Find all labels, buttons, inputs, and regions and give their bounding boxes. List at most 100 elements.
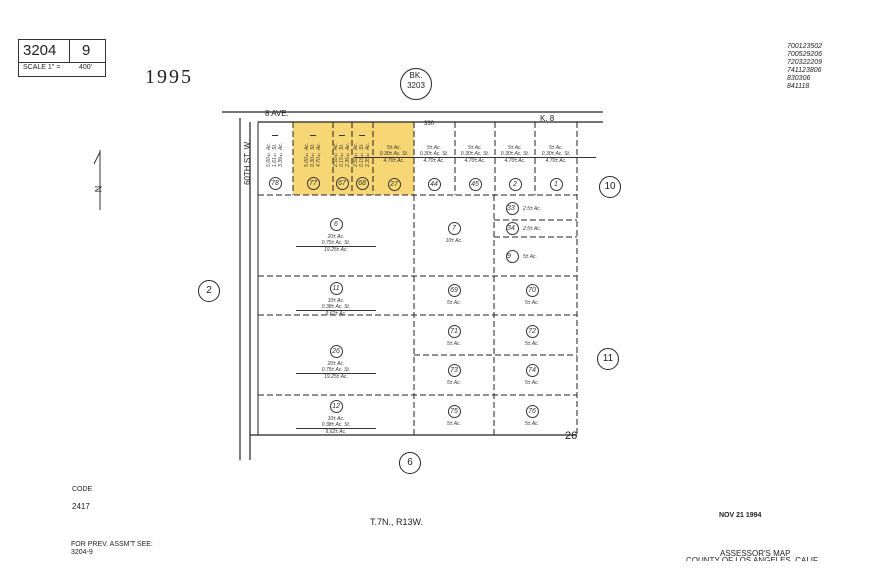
- parcel-number: 76: [525, 405, 539, 418]
- parcel-lot[interactable]: 7 10± Ac.: [414, 222, 494, 244]
- parcel-number: 69: [447, 284, 461, 297]
- parcel-number: 44: [427, 178, 441, 191]
- parcel-number: 7: [447, 222, 461, 235]
- parcel-number: 1: [549, 178, 563, 191]
- acreage-line: 19.25± Ac.: [324, 374, 348, 380]
- acreage-line: 5± Ac.: [447, 380, 461, 386]
- parcel-acreage: 5± Ac.: [414, 341, 494, 347]
- acreage-line: 0.30± Ac. St.: [394, 151, 474, 158]
- acreage-line: 5± Ac.: [447, 341, 461, 347]
- parcel-lot[interactable]: 34 2.5± Ac.: [506, 222, 586, 235]
- parcel-lot[interactable]: 5.00± Ac.0.30± St.4.70± Ac.77: [273, 135, 353, 193]
- dimension-label: 330: [424, 121, 435, 127]
- adjacent-page-right-bottom: 11: [597, 348, 619, 370]
- parcel-acreage: 5± Ac.: [492, 341, 572, 347]
- book-number: 3204: [23, 42, 57, 59]
- parcel-lot[interactable]: 2.50± Ac.0.15± St.2.35± Ac.68: [322, 135, 402, 193]
- parcel-acreage: 2.5± Ac.: [523, 226, 541, 232]
- acreage-line: 5± Ac.: [387, 145, 401, 151]
- page-number: 9: [82, 42, 91, 59]
- township-range: T.7N., R13W.: [370, 517, 424, 527]
- adjacent-page-bottom: 6: [399, 452, 421, 474]
- book-ref-value: 3203: [407, 81, 425, 90]
- parcel-number: 33: [506, 202, 519, 215]
- parcel-lot[interactable]: 5.00± Ac.1.61± St.3.39± Ac.78: [235, 135, 315, 193]
- acreage-line: 5± Ac.: [523, 254, 537, 260]
- scale-value: 400': [79, 64, 93, 71]
- parcel-number: 11: [329, 282, 343, 295]
- code-label: CODE: [72, 486, 93, 493]
- parcel-lot[interactable]: 33 2.5± Ac.: [506, 202, 586, 215]
- parcel-acreage: 10± Ac.: [414, 238, 494, 244]
- acreage-line: 5± Ac.: [525, 300, 539, 306]
- scale-label: SCALE 1" =: [23, 64, 61, 71]
- parcel-lot[interactable]: 2.50± Ac.0.15± St.2.35± Ac.67: [302, 135, 382, 193]
- reference-number: 830306: [787, 75, 811, 82]
- parcel-acreage: 20± Ac.0.75± Ac. St.19.25± Ac.: [296, 361, 376, 380]
- section-corner-label: 26: [565, 430, 578, 442]
- acreage-line: 0.75± Ac. St.: [296, 240, 376, 247]
- county-label: COUNTY OF LOS ANGELES, CALIF.: [686, 556, 820, 561]
- parcel-acreage: 2.5± Ac.: [523, 206, 541, 212]
- parcel-acreage: 5± Ac.0.30± Ac. St.4.70± Ac.: [394, 145, 474, 164]
- reference-number: 841118: [787, 83, 810, 90]
- parcel-lot[interactable]: 6 20± Ac.0.75± Ac. St.19.25± Ac.: [296, 218, 376, 253]
- acreage-line: 20± Ac.: [327, 361, 345, 367]
- acreage-line: 5± Ac.: [508, 145, 522, 151]
- parcel-number: 9: [506, 250, 519, 263]
- parcel-lot[interactable]: 75 5± Ac.: [414, 405, 494, 427]
- parcel-number: 26: [329, 345, 343, 358]
- street-ave-k8-right: K. 8: [540, 114, 555, 123]
- parcel-acreage: 5± Ac.: [414, 300, 494, 306]
- parcel-lot[interactable]: 76 5± Ac.: [492, 405, 572, 427]
- parcel-lot[interactable]: 11 10± Ac.0.38± Ac. St.9.62± Ac.: [296, 282, 376, 317]
- parcel-number: 12: [329, 400, 343, 413]
- parcel-lot[interactable]: 5± Ac.0.30± Ac. St.4.70± Ac.2: [475, 145, 555, 194]
- acreage-line: 5± Ac.: [525, 380, 539, 386]
- parcel-lot[interactable]: 26 20± Ac.0.75± Ac. St.19.25± Ac.: [296, 345, 376, 380]
- parcel-lot[interactable]: 72 5± Ac.: [492, 325, 572, 347]
- acreage-line: 10± Ac.: [327, 298, 345, 304]
- reference-number: 720322209: [787, 59, 823, 66]
- acreage-line: 4.70± Ac.: [464, 158, 486, 164]
- parcel-number: 77: [306, 177, 320, 190]
- parcel-acreage: 10± Ac.0.38± Ac. St.9.62± Ac.: [296, 298, 376, 317]
- acreage-line: 5± Ac.: [549, 145, 563, 151]
- parcel-number: 75: [447, 405, 461, 418]
- previous-assessment-value: 3204-9: [71, 549, 93, 556]
- parcel-acreage: 5± Ac.0.30± Ac. St.4.70± Ac.: [516, 145, 596, 164]
- parcel-acreage: 5± Ac.: [492, 380, 572, 386]
- north-arrow-icon: N: [90, 150, 110, 210]
- parcel-number: 34: [506, 222, 519, 235]
- parcel-acreage: 5± Ac.: [492, 421, 572, 427]
- parcel-acreage: 5± Ac.: [492, 300, 572, 306]
- book-ref-label: BK.: [409, 71, 423, 80]
- reference-number: 741123806: [787, 67, 822, 74]
- parcel-acreage: 5± Ac.: [523, 254, 537, 260]
- acreage-line: 0.38± Ac. St.: [296, 422, 376, 429]
- acreage-line: 19.25± Ac.: [324, 247, 348, 253]
- parcel-lot[interactable]: 5± Ac.0.30± Ac. St.4.70± Ac. 44: [394, 145, 474, 194]
- parcel-acreage: 20± Ac.0.75± Ac. St.19.25± Ac.: [296, 234, 376, 253]
- parcel-lot[interactable]: 69 5± Ac.: [414, 284, 494, 306]
- reference-number: 700529206: [787, 51, 823, 58]
- north-label: N: [93, 185, 104, 193]
- acreage-line: 5± Ac.: [447, 421, 461, 427]
- parcel-acreage: 5± Ac.: [414, 421, 494, 427]
- acreage-line: 0.30± Ac. St.: [475, 151, 555, 158]
- previous-assessment-label: FOR PREV. ASSM'T SEE:: [71, 541, 153, 548]
- acreage-line: 10± Ac.: [327, 416, 345, 422]
- parcel-acreage: 5± Ac.0.30± Ac. St.4.70± Ac.: [475, 145, 555, 164]
- parcel-number: 72: [525, 325, 539, 338]
- parcel-lot[interactable]: 9 5± Ac.: [506, 250, 586, 263]
- parcel-lot[interactable]: 5± Ac.0.30± Ac. St.4.70± Ac. 1: [516, 145, 596, 194]
- parcel-number: 6: [329, 218, 343, 231]
- map-title: ASSESSOR'S MAP: [720, 549, 791, 558]
